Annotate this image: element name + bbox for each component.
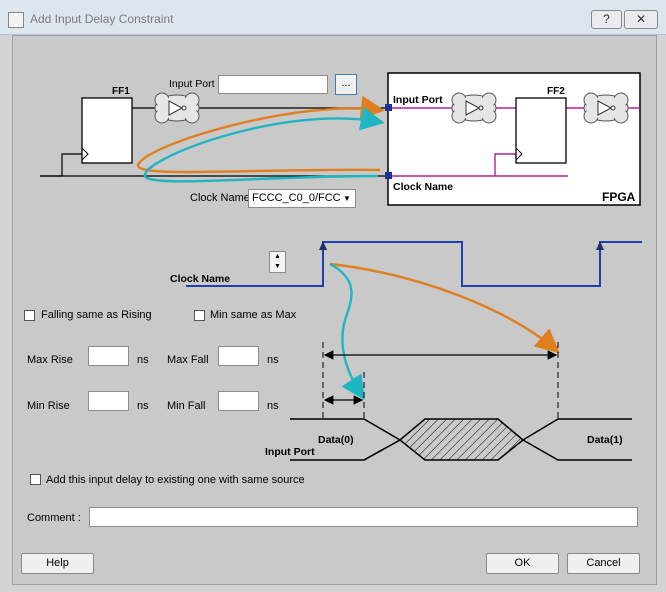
- logic-cloud-icon: [583, 92, 629, 124]
- teal-timing-arrow: [329, 262, 365, 401]
- ok-button[interactable]: OK: [486, 553, 559, 574]
- clock-name-label: Clock Name:: [190, 192, 253, 204]
- ff2-box: [515, 97, 567, 164]
- orange-delay-arrow: [136, 95, 385, 174]
- spin-down-icon[interactable]: ▼: [274, 263, 281, 270]
- fpga-box: [387, 72, 641, 206]
- timing-clock-name-label: Clock Name: [170, 273, 230, 285]
- help-title-button[interactable]: ?: [591, 10, 622, 29]
- browse-button[interactable]: ...: [335, 74, 357, 95]
- input-port-label: Input Port: [169, 78, 215, 90]
- timing-input-port-label: Input Port: [265, 446, 315, 458]
- max-rise-input[interactable]: [88, 346, 129, 366]
- help-button[interactable]: Help: [21, 553, 94, 574]
- ff2-clock-triangle: [515, 147, 523, 161]
- fpga-clock-name-label: Clock Name: [393, 181, 453, 193]
- comment-label: Comment :: [27, 512, 81, 524]
- clock-name-value: FCCC_C0_0/FCCC: [252, 192, 349, 204]
- max-rise-unit: ns: [137, 354, 149, 366]
- app-icon: [8, 12, 24, 28]
- logic-cloud-icon: [451, 92, 497, 124]
- ff1-box: [81, 97, 133, 164]
- max-fall-input[interactable]: [218, 346, 259, 366]
- cancel-button[interactable]: Cancel: [567, 553, 640, 574]
- logic-cloud-icon: [154, 92, 200, 124]
- max-rise-label: Max Rise: [27, 354, 73, 366]
- min-same-checkbox[interactable]: [194, 310, 205, 321]
- min-rise-label: Min Rise: [27, 400, 70, 412]
- input-port-pin: [385, 104, 392, 111]
- ff2-clock-wire: [494, 153, 516, 176]
- chevron-down-icon: ▼: [341, 190, 353, 207]
- spinner-control[interactable]: ▲ ▼: [269, 251, 286, 273]
- min-fall-label: Min Fall: [167, 400, 206, 412]
- min-fall-input[interactable]: [218, 391, 259, 411]
- min-same-label: Min same as Max: [210, 309, 297, 321]
- falling-same-checkbox[interactable]: [24, 310, 35, 321]
- min-rise-unit: ns: [137, 400, 149, 412]
- fpga-label: FPGA: [602, 190, 636, 204]
- ff1-label: FF1: [112, 86, 130, 97]
- max-fall-label: Max Fall: [167, 354, 209, 366]
- fpga-input-port-label: Input Port: [393, 94, 443, 106]
- add-delay-checkbox[interactable]: [30, 474, 41, 485]
- input-port-field[interactable]: [218, 75, 328, 94]
- orange-timing-arrow: [329, 262, 560, 354]
- add-delay-label: Add this input delay to existing one wit…: [46, 474, 305, 486]
- ff1-clock-triangle: [81, 147, 89, 161]
- teal-delay-arrow: [143, 106, 385, 183]
- clock-pin: [385, 172, 392, 179]
- window-title: Add Input Delay Constraint: [30, 12, 174, 26]
- data1-label: Data(1): [587, 434, 623, 446]
- spin-up-icon[interactable]: ▲: [274, 253, 281, 260]
- comment-input[interactable]: [89, 507, 638, 527]
- min-fall-unit: ns: [267, 400, 279, 412]
- falling-same-label: Falling same as Rising: [41, 309, 152, 321]
- data0-label: Data(0): [318, 434, 354, 446]
- ff1-clock-wire: [40, 153, 82, 177]
- title-bar: Add Input Delay Constraint ? ✕: [0, 0, 666, 35]
- rising-edge-marker: [596, 241, 604, 250]
- close-title-button[interactable]: ✕: [624, 10, 658, 29]
- ff2-label: FF2: [547, 86, 565, 97]
- data-transition: [363, 439, 401, 461]
- max-fall-unit: ns: [267, 354, 279, 366]
- data-uncertainty-region: [400, 419, 523, 460]
- clock-name-dropdown[interactable]: FCCC_C0_0/FCCC ▼: [248, 189, 356, 208]
- data-waveform-top: [290, 418, 632, 461]
- min-rise-input[interactable]: [88, 391, 129, 411]
- rising-edge-marker: [319, 241, 327, 250]
